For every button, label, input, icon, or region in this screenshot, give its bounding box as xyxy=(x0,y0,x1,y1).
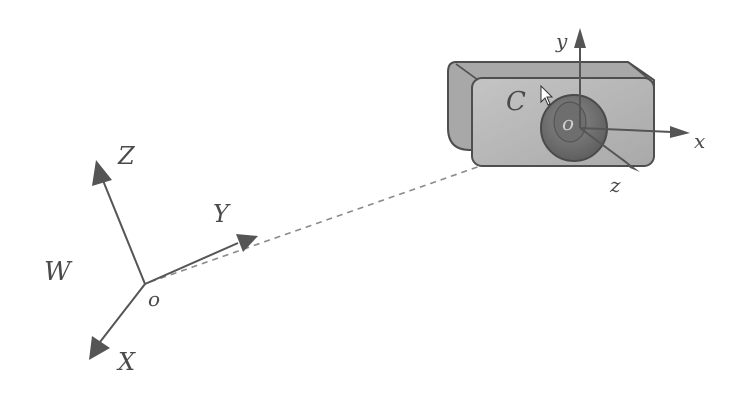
world-z-label: Z xyxy=(117,142,136,170)
world-origin-label: o xyxy=(148,287,160,311)
world-y-label: Y xyxy=(213,200,231,228)
world-x-axis xyxy=(99,283,146,343)
camera-body-edge-right xyxy=(627,61,651,81)
camera-x-arrowhead xyxy=(670,126,690,138)
camera-y-label: y xyxy=(555,29,568,53)
camera: C o y x z xyxy=(447,28,705,197)
world-y-axis xyxy=(144,242,239,285)
camera-body-edge xyxy=(455,63,479,81)
world-frame-label: W xyxy=(44,257,73,287)
camera-z-arrowhead xyxy=(622,158,640,172)
world-frame: Z Y X W o xyxy=(44,142,258,376)
world-x-label: X xyxy=(116,348,136,376)
camera-lens-inner xyxy=(553,101,587,143)
world-x-arrowhead xyxy=(89,336,110,360)
camera-x-label: x xyxy=(694,129,705,153)
connection-dashed-line xyxy=(149,163,487,283)
camera-z-label: z xyxy=(609,173,621,197)
world-z-arrowhead xyxy=(92,160,112,186)
world-y-arrowhead xyxy=(236,234,258,252)
camera-x-axis xyxy=(579,127,673,133)
world-z-axis xyxy=(101,177,146,285)
camera-origin-label: o xyxy=(562,111,574,135)
mouse-cursor-icon xyxy=(540,84,554,106)
camera-y-arrowhead xyxy=(574,28,586,48)
camera-z-axis xyxy=(579,127,628,164)
camera-frame-label: C xyxy=(506,87,526,117)
